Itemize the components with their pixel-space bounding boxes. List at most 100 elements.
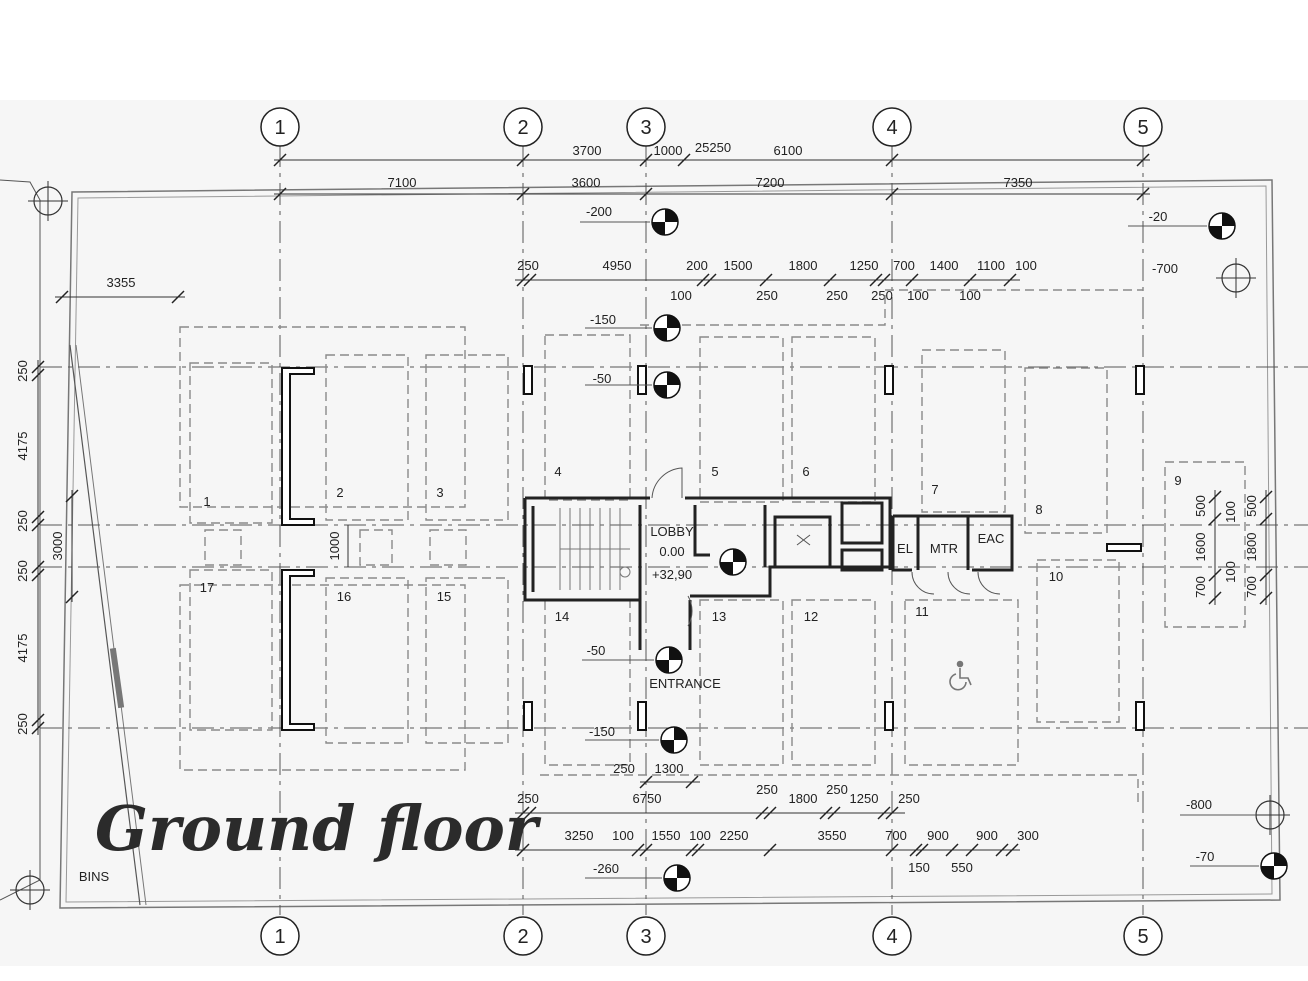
room-5: 5 — [711, 464, 718, 479]
room-13: 13 — [712, 609, 726, 624]
dim-6100: 6100 — [774, 143, 803, 158]
level-markers: -200 -20 -700 -150 -50 -50 -150 -260 -80… — [9, 180, 1291, 911]
dim-bottom-300: 300 — [1017, 828, 1039, 843]
grid-label-3-top: 3 — [640, 117, 651, 139]
dim-bottom-1800: 1800 — [789, 791, 818, 806]
grid-lines — [40, 145, 1308, 915]
dim-right-1800: 1800 — [1244, 533, 1259, 562]
dim-3355: 3355 — [107, 275, 136, 290]
dim-right-700-a: 700 — [1193, 576, 1208, 598]
dim-right-500-b: 500 — [1244, 495, 1259, 517]
level-marker-icon — [663, 864, 691, 892]
grid-bubble-icon — [1123, 916, 1163, 956]
dim-bottom-1300: 1300 — [655, 761, 684, 776]
dim-left-250-c: 250 — [15, 560, 30, 582]
grid-bubble-icon — [626, 107, 666, 147]
room-16: 16 — [337, 589, 351, 604]
level-minus-150-a: -150 — [590, 312, 616, 327]
parking-bays — [179, 289, 1246, 805]
grid-label-2-top: 2 — [517, 117, 528, 139]
dim-1100: 1100 — [977, 258, 1005, 273]
room-2: 2 — [336, 485, 343, 500]
grid-label-1-bottom: 1 — [274, 926, 285, 948]
lobby-level-0: 0.00 — [659, 544, 684, 559]
room-3: 3 — [436, 485, 443, 500]
grid-bubble-icon — [260, 916, 300, 956]
dim-bottom-900-a: 900 — [927, 828, 949, 843]
room-numbers: 1 2 3 4 5 6 7 8 9 10 11 12 13 14 15 16 1… — [200, 464, 1182, 624]
room-1: 1 — [203, 494, 210, 509]
dim-bottom-250-d: 250 — [826, 782, 848, 797]
level-minus-260: -260 — [593, 861, 619, 876]
level-marker-icon — [719, 548, 747, 576]
plan-title: Ground floor — [95, 792, 542, 865]
grid-bubbles-bottom: 1 2 3 4 5 — [260, 916, 1163, 956]
room-12: 12 — [804, 609, 818, 624]
dim-1250: 1250 — [850, 258, 879, 273]
level-minus-800: -800 — [1186, 797, 1212, 812]
level-minus-150-b: -150 — [589, 724, 615, 739]
grid-bubble-icon — [626, 916, 666, 956]
level-minus-70: -70 — [1196, 849, 1215, 864]
paper — [0, 100, 1308, 966]
grid-bubble-icon — [872, 916, 912, 956]
grid-label-5-bottom: 5 — [1137, 926, 1148, 948]
grid-label-1-top: 1 — [274, 117, 285, 139]
dim-100-a: 100 — [670, 288, 692, 303]
mtr-label: MTR — [930, 541, 958, 556]
dim-left-250-a: 250 — [15, 360, 30, 382]
room-17: 17 — [200, 580, 214, 595]
dim-left-250-b: 250 — [15, 510, 30, 532]
level-marker-icon — [655, 646, 683, 674]
columns — [523, 365, 1145, 731]
room-15: 15 — [437, 589, 451, 604]
dim-bottom-6750: 6750 — [633, 791, 662, 806]
dim-1000-inner: 1000 — [327, 532, 342, 561]
dim-200: 200 — [686, 258, 708, 273]
dim-bottom-250-c: 250 — [756, 782, 778, 797]
dim-left-4175-b: 4175 — [15, 634, 30, 663]
site-boundary-inner — [65, 185, 1273, 903]
level-minus-50-b: -50 — [587, 643, 606, 658]
dim-250-b: 250 — [826, 288, 848, 303]
dim-250-a: 250 — [756, 288, 778, 303]
eac-label: EAC — [978, 531, 1005, 546]
core — [523, 467, 1014, 650]
level-minus-50-a: -50 — [593, 371, 612, 386]
dim-1400: 1400 — [930, 258, 959, 273]
room-7: 7 — [931, 482, 938, 497]
bins-edge-2 — [75, 344, 147, 906]
lobby-level-3290: +32,90 — [652, 567, 692, 582]
wheelchair-icon — [949, 660, 972, 691]
dim-right-1600: 1600 — [1193, 533, 1208, 562]
grid-bubble-icon — [1123, 107, 1163, 147]
level-minus-700: -700 — [1152, 261, 1178, 276]
bins-edge — [69, 344, 141, 906]
room-11: 11 — [915, 604, 929, 619]
bins-label: BINS — [79, 869, 110, 884]
dim-bottom-250-b: 250 — [517, 791, 539, 806]
dim-bottom-100-b: 100 — [689, 828, 711, 843]
dim-bottom-900-b: 900 — [976, 828, 998, 843]
dim-250-c: 250 — [871, 288, 893, 303]
dim-bottom-150: 150 — [908, 860, 930, 875]
bottom-dimensions: 250 1300 250 6750 250 1800 250 1250 250 … — [515, 761, 1039, 875]
site-boundary — [59, 179, 1281, 909]
left-walls — [281, 367, 315, 731]
room-4: 4 — [554, 464, 561, 479]
level-marker-icon — [660, 726, 688, 754]
dim-3700: 3700 — [573, 143, 602, 158]
dim-7350: 7350 — [1004, 175, 1033, 190]
grid-label-3-bottom: 3 — [640, 926, 651, 948]
grid-label-5-top: 5 — [1137, 117, 1148, 139]
left-dimensions: 3355 250 4175 250 250 4175 250 3000 1000 — [15, 275, 349, 735]
grid-bubbles-top: 1 2 3 4 5 — [260, 107, 1163, 147]
dim-left-250-d: 250 — [15, 713, 30, 735]
dim-bottom-3250: 3250 — [565, 828, 594, 843]
right-dimensions: 500 1600 700 100 100 500 1800 700 — [1193, 490, 1273, 605]
grid-label-2-bottom: 2 — [517, 926, 528, 948]
level-marker-icon — [1260, 852, 1288, 880]
room-6: 6 — [802, 464, 809, 479]
level-marker-icon — [1208, 212, 1236, 240]
grid-label-4-top: 4 — [886, 117, 897, 139]
